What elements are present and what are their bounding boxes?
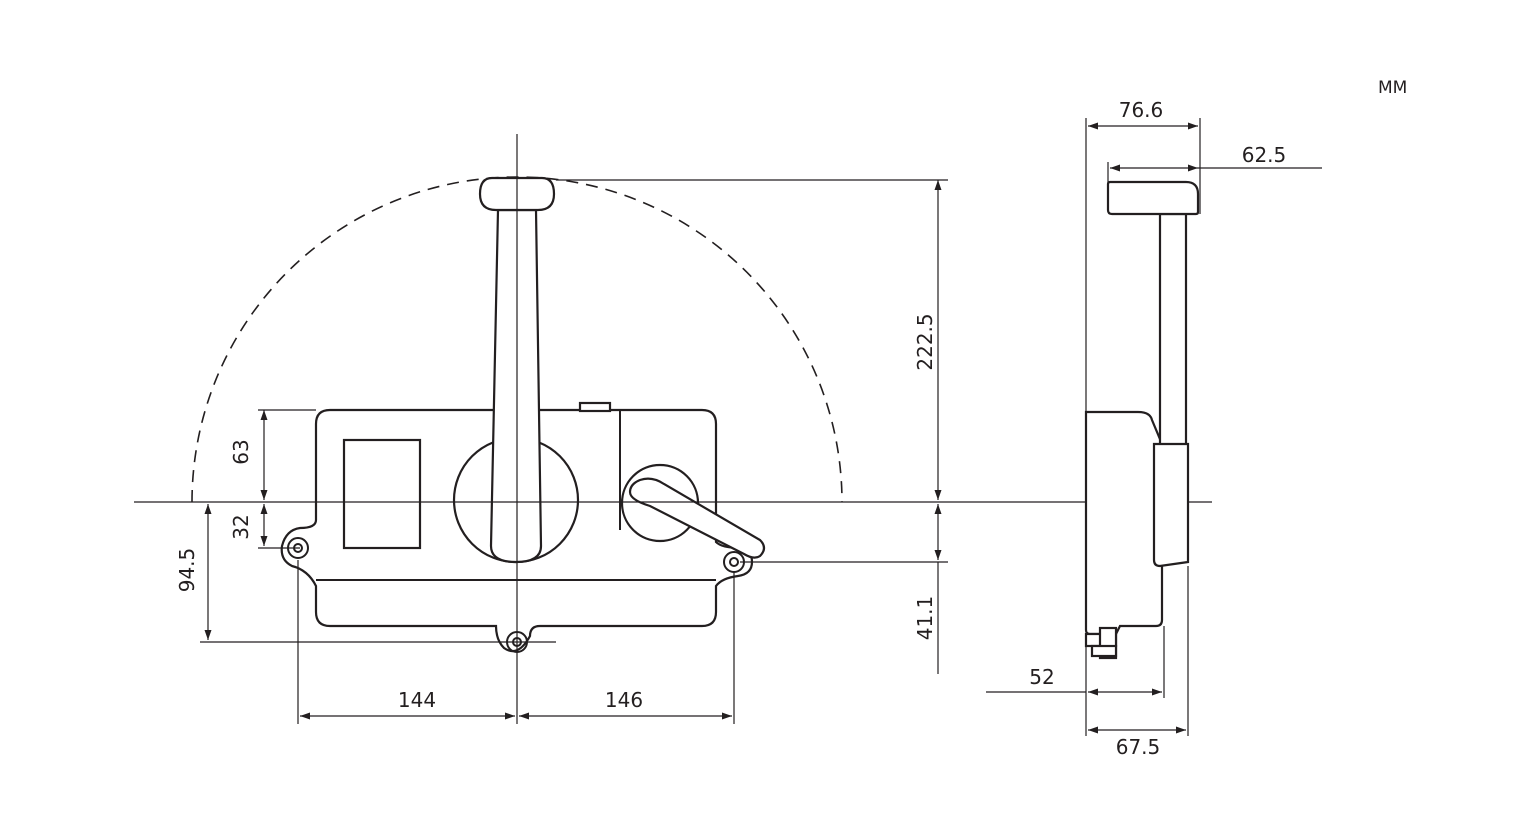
- dim-bottom-hole: 94.5: [175, 548, 199, 593]
- dim-overall-width: 76.6: [1119, 98, 1164, 122]
- dim-right-hole-offset: 41.1: [913, 596, 937, 641]
- dim-body-depth: 52: [1029, 665, 1054, 689]
- units-label: MM: [1378, 78, 1407, 98]
- dim-lever-height: 222.5: [913, 313, 937, 370]
- dim-hole-offset: 32: [229, 514, 253, 539]
- side-lever-stem: [1158, 212, 1188, 448]
- indicator-window: [342, 438, 422, 550]
- side-view: 76.6 62.5 52 67.5: [986, 98, 1322, 759]
- side-dial: [1152, 442, 1190, 568]
- dim-handle-width: 62.5: [1242, 143, 1287, 167]
- front-view: 222.5 41.1 63 32 94.5 144 146: [134, 134, 1212, 724]
- dim-box-top: 63: [229, 439, 253, 464]
- dim-right-width: 146: [605, 688, 643, 712]
- throttle-handle: [628, 477, 766, 559]
- side-handle: [1106, 180, 1200, 216]
- dim-left-width: 144: [398, 688, 436, 712]
- side-connector: [1084, 626, 1118, 660]
- main-lever: [489, 208, 543, 564]
- top-tab: [578, 401, 612, 413]
- dim-base-depth: 67.5: [1116, 735, 1161, 759]
- side-body: [1084, 410, 1164, 636]
